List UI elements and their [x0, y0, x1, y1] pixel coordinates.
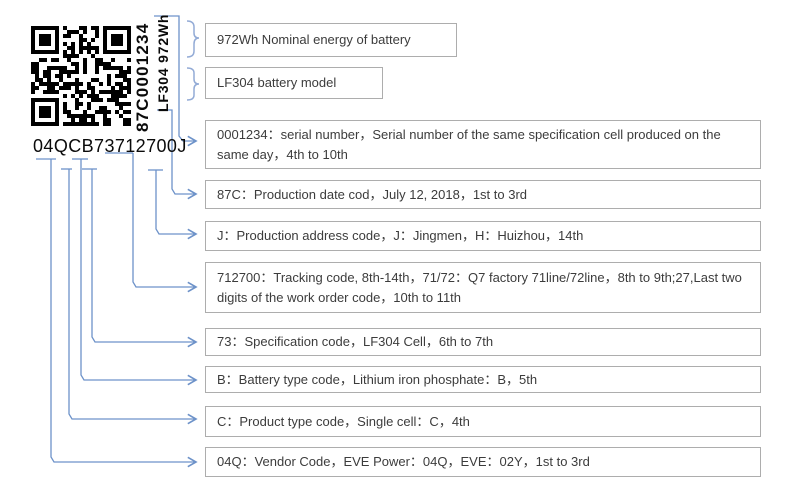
annotation-box-serial-number: 0001234：serial number，Serial number of t…: [205, 120, 761, 169]
annotation-label: C：Product type code，Single cell：C，4th: [217, 413, 470, 429]
vertical-text-model-energy: LF304 972Wh: [155, 13, 171, 112]
annotation-box-battery-type: B：Battery type code，Lithium iron phospha…: [205, 366, 761, 393]
annotation-box-production-address: J：Production address code，J：Jingmen，H：Hu…: [205, 221, 761, 251]
connector-tracking: [132, 153, 198, 293]
annotation-box-product-type: C：Product type code，Single cell：C，4th: [205, 406, 761, 437]
annotation-box-specification-code: 73：Specification code，LF304 Cell，6th to …: [205, 328, 761, 356]
brace-nominal-energy: [186, 20, 200, 58]
annotation-label: J：Production address code，J：Jingmen，H：Hu…: [217, 228, 584, 244]
annotation-label: B：Battery type code，Lithium iron phospha…: [217, 371, 538, 387]
connector-vendor: [50, 159, 198, 468]
qr-code: [31, 26, 131, 126]
connector-specification: [91, 169, 198, 348]
annotation-label: 87C：Production date cod，July 12, 2018，1s…: [217, 186, 528, 202]
annotation-box-vendor-code: 04Q：Vendor Code，EVE Power：04Q，EVE：02Y，1s…: [205, 447, 761, 477]
connector-battery-type: [80, 159, 198, 386]
annotation-box-battery-model: LF304 battery model: [205, 67, 383, 99]
connector-product-type: [68, 169, 198, 425]
connector-address: [155, 170, 198, 240]
brace-battery-model: [186, 67, 200, 101]
vertical-text-date-serial: 87C0001234: [133, 22, 152, 132]
annotation-label: LF304 battery model: [217, 75, 337, 91]
annotation-box-nominal-energy: 972Wh Nominal energy of battery: [205, 23, 457, 57]
annotation-box-production-date: 87C：Production date cod，July 12, 2018，1s…: [205, 180, 761, 209]
annotation-box-tracking-code: 712700：Tracking code, 8th-14th，71/72：Q7 …: [205, 262, 761, 313]
cell-code-text: 04QCB73712700J: [33, 136, 187, 156]
annotation-label: 972Wh Nominal energy of battery: [217, 32, 411, 48]
annotation-label: 04Q：Vendor Code，EVE Power：04Q，EVE：02Y，1s…: [217, 454, 590, 470]
annotation-label: 712700：Tracking code, 8th-14th，71/72：Q7 …: [217, 270, 742, 305]
annotation-label: 0001234：serial number，Serial number of t…: [217, 127, 721, 162]
annotation-label: 73：Specification code，LF304 Cell，6th to …: [217, 334, 494, 350]
